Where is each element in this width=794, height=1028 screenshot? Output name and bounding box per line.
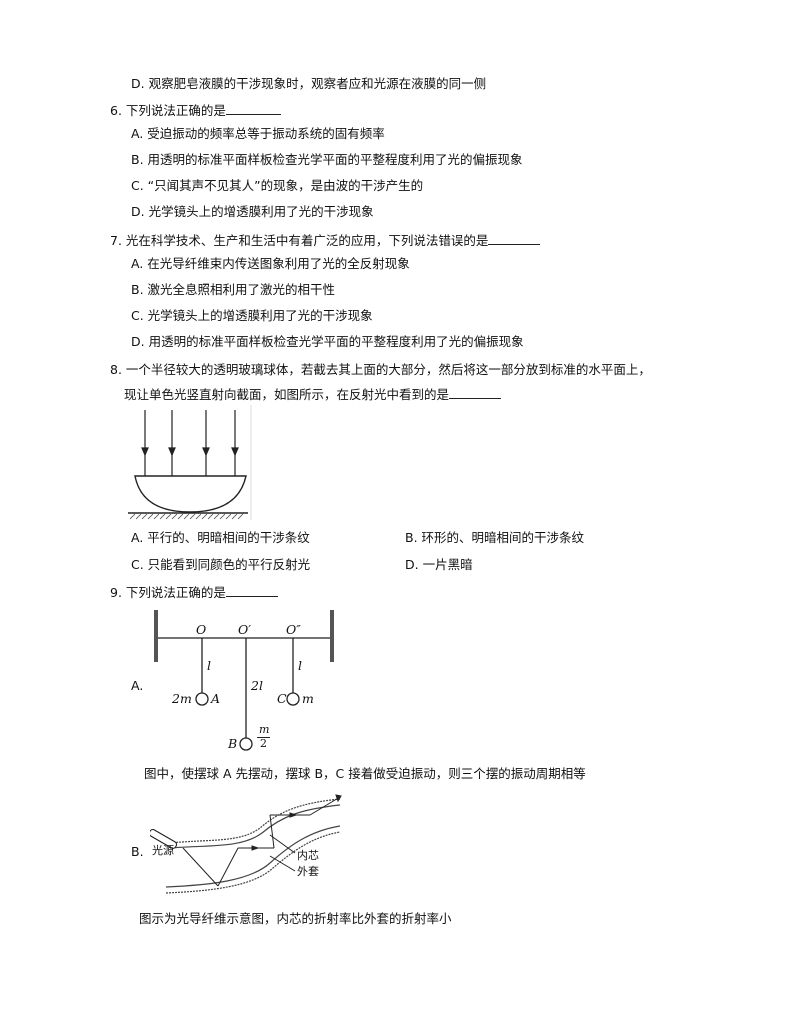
q8-option-a: A. 平行的、明暗相间的干涉条纹 [131, 530, 310, 545]
answer-blank [488, 232, 541, 245]
q5-option-d: D. 观察肥皂液膜的干涉现象时，观察者应和光源在液膜的同一侧 [131, 76, 487, 91]
length-c-label: l [298, 658, 302, 673]
q6-stem: 6. 下列说法正确的是 [110, 102, 281, 119]
q9-option-b-label: B. [131, 844, 144, 859]
q9-option-a-label: A. [131, 678, 144, 693]
q9-stem-text: 9. 下列说法正确的是 [110, 585, 226, 600]
q7-option-d: D. 用透明的标准平面样板检查光学平面的平整程度利用了光的偏振现象 [131, 334, 524, 349]
q9-option-a-text: 图中，使摆球 A 先摆动，摆球 B，C 接着做受迫振动，则三个摆的振动周期相等 [144, 766, 586, 781]
pivot-o-prime-label: O′ [238, 622, 252, 637]
pendulum-figure: O O′ O″ l 2l l 2m A C m B m 2 [150, 608, 350, 758]
q8-option-c: C. 只能看到同颜色的平行反射光 [131, 557, 311, 572]
q9-stem: 9. 下列说法正确的是 [110, 584, 278, 601]
q6-option-c: C. “只闻其声不见其人”的现象，是由波的干涉产生的 [131, 178, 424, 193]
q9-option-b-text: 图示为光导纤维示意图，内芯的折射率比外套的折射率小 [139, 911, 452, 926]
q7-option-c: C. 光学镜头上的增透膜利用了光的干涉现象 [131, 308, 373, 323]
pivot-o-double-prime-label: O″ [286, 622, 301, 637]
ball-c-label: C [277, 691, 287, 706]
q6-stem-text: 6. 下列说法正确的是 [110, 103, 226, 118]
q6-option-d: D. 光学镜头上的增透膜利用了光的干涉现象 [131, 204, 374, 219]
cladding-label: 外套 [297, 865, 319, 878]
length-a-label: l [207, 658, 211, 673]
q6-option-a: A. 受迫振动的频率总等于振动系统的固有频率 [131, 126, 385, 141]
pivot-o-label: O [196, 622, 207, 637]
mass-a-label: 2m [172, 691, 192, 706]
mass-b-numerator: m [259, 723, 270, 736]
q6-option-b: B. 用透明的标准平面样板检查光学平面的平整程度利用了光的偏振现象 [131, 152, 523, 167]
answer-blank [225, 102, 281, 115]
q8-stem-line1: 8. 一个半径较大的透明玻璃球体，若截去其上面的大部分，然后将这一部分放到标准的… [110, 362, 651, 377]
ball-a-label: A [211, 691, 221, 706]
q8-option-d: D. 一片黑暗 [405, 557, 473, 572]
q7-option-a: A. 在光导纤维束内传送图象利用了光的全反射现象 [131, 256, 410, 271]
q8-option-b: B. 环形的、明暗相间的干涉条纹 [405, 530, 585, 545]
q8-stem-line2: 现让单色光竖直射向截面，如图所示，在反射光中看到的是 [124, 386, 502, 403]
q7-stem-text: 7. 光在科学技术、生产和生活中有着广泛的应用，下列说法错误的是 [110, 233, 489, 248]
answer-blank [225, 584, 278, 597]
q7-option-b: B. 激光全息照相利用了激光的相干性 [131, 282, 336, 297]
q8-stem-text: 现让单色光竖直射向截面，如图所示，在反射光中看到的是 [124, 387, 450, 402]
mass-c-label: m [302, 691, 314, 706]
lens-on-plane-figure [128, 405, 252, 520]
mass-b-denominator: 2 [260, 737, 267, 750]
answer-blank [449, 386, 502, 399]
length-b-label: 2l [251, 678, 263, 693]
ball-b-label: B [228, 736, 238, 751]
optical-fiber-figure: 光源 内芯 外套 [150, 793, 350, 898]
core-label: 内芯 [297, 849, 319, 862]
light-source-label: 光源 [152, 844, 174, 857]
fraction-bar [257, 737, 270, 738]
q7-stem: 7. 光在科学技术、生产和生活中有着广泛的应用，下列说法错误的是 [110, 232, 541, 249]
